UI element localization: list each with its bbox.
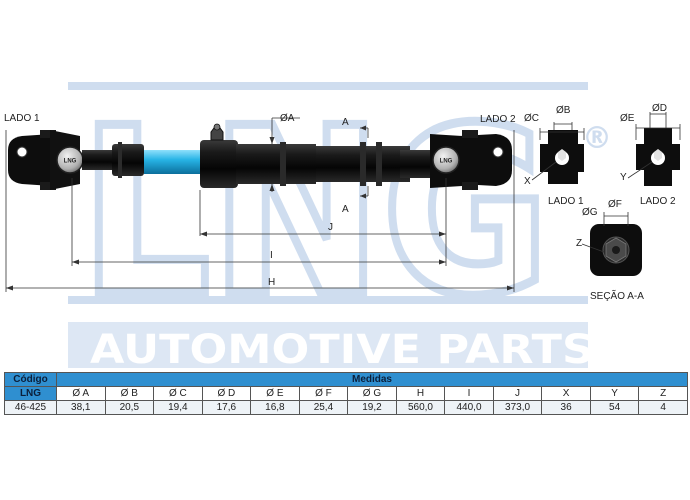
dim-j-label: J xyxy=(328,222,333,233)
section-a-top-label: A xyxy=(342,117,349,128)
column-header: Ø E xyxy=(250,386,300,401)
table-cell: 16,8 xyxy=(250,400,300,415)
table-cell: 25,4 xyxy=(298,400,349,415)
watermark-tagline: AUTOMOTIVE PARTS xyxy=(90,327,594,372)
dim-h-label: H xyxy=(268,277,275,288)
right-yoke-hole xyxy=(492,146,504,158)
column-header: Ø F xyxy=(298,386,349,401)
table-cell: 560,0 xyxy=(395,400,446,415)
column-header: I xyxy=(444,386,494,401)
table-cell: 54 xyxy=(589,400,640,415)
lado-2-label: LADO 2 xyxy=(480,114,516,125)
table-row: 46-425 38,1 20,5 19,4 17,6 16,8 25,4 19,… xyxy=(4,400,688,415)
watermark: LNG ® AUTOMOTIVE PARTS xyxy=(68,76,612,372)
column-header: J xyxy=(492,386,543,401)
column-header: Z xyxy=(638,386,688,401)
column-header: H xyxy=(395,386,446,401)
right-hub-label: LNG xyxy=(440,159,453,165)
secao-a-a xyxy=(581,212,642,276)
spec-table: Código Medidas LNG Ø A Ø B Ø C Ø D Ø E Ø… xyxy=(4,372,688,415)
left-hub-label: LNG xyxy=(64,159,77,165)
phi-c-label: ØC xyxy=(524,113,539,124)
table-cell: 4 xyxy=(638,400,688,415)
table-cell: 36 xyxy=(541,400,591,415)
blue-slip-section xyxy=(144,150,204,174)
lado-1-section-label: LADO 1 xyxy=(548,196,584,207)
table-cell: 440,0 xyxy=(444,400,494,415)
y-label: Y xyxy=(620,172,627,183)
z-label: Z xyxy=(576,238,582,249)
column-header: Ø D xyxy=(201,386,252,401)
part-code: 46-425 xyxy=(4,400,57,415)
secao-a-a-label: SEÇÃO A-A xyxy=(590,289,644,302)
watermark-registered: ® xyxy=(582,121,612,156)
table-cell: 38,1 xyxy=(56,400,106,415)
driveshaft-diagram: LNG ® AUTOMOTIVE PARTS LNG LNG xyxy=(4,75,681,372)
table-cell: 19,2 xyxy=(347,400,397,415)
column-header: Ø G xyxy=(347,386,397,401)
table-cell: 373,0 xyxy=(492,400,543,415)
lado-1-section xyxy=(531,122,585,184)
code-header: Código xyxy=(4,372,57,387)
dim-i-label: I xyxy=(270,250,273,261)
lado-2-section-label: LADO 2 xyxy=(640,196,676,207)
watermark-brand: LNG xyxy=(80,80,550,347)
lado-1-label: LADO 1 xyxy=(4,113,40,124)
measures-header: Medidas xyxy=(56,372,688,387)
table-column-row: LNG Ø A Ø B Ø C Ø D Ø E Ø F Ø G H I J X … xyxy=(4,386,688,401)
right-hub xyxy=(432,146,460,174)
column-header: X xyxy=(541,386,591,401)
table-cell: 17,6 xyxy=(201,400,252,415)
table-header-row: Código Medidas xyxy=(4,372,688,387)
table-cell: 20,5 xyxy=(104,400,155,415)
phi-a-label: ØA xyxy=(280,113,295,124)
dimension-lines xyxy=(5,117,515,292)
phi-e-label: ØE xyxy=(620,113,635,124)
column-header: Y xyxy=(589,386,640,401)
lado-2-section xyxy=(627,112,681,186)
column-header: Ø B xyxy=(104,386,155,401)
right-yoke xyxy=(460,134,512,186)
x-label: X xyxy=(524,176,531,187)
brand-header: LNG xyxy=(4,386,57,401)
table-cell: 19,4 xyxy=(153,400,203,415)
driveshaft: LNG LNG xyxy=(8,123,512,190)
column-header: Ø A xyxy=(56,386,106,401)
phi-b-label: ØB xyxy=(556,105,571,116)
section-a-bottom-label: A xyxy=(342,204,349,215)
left-yoke-hole xyxy=(16,146,28,158)
phi-d-label: ØD xyxy=(652,103,667,114)
column-header: Ø C xyxy=(153,386,203,401)
phi-f-label: ØF xyxy=(608,199,622,210)
phi-g-label: ØG xyxy=(582,207,598,218)
